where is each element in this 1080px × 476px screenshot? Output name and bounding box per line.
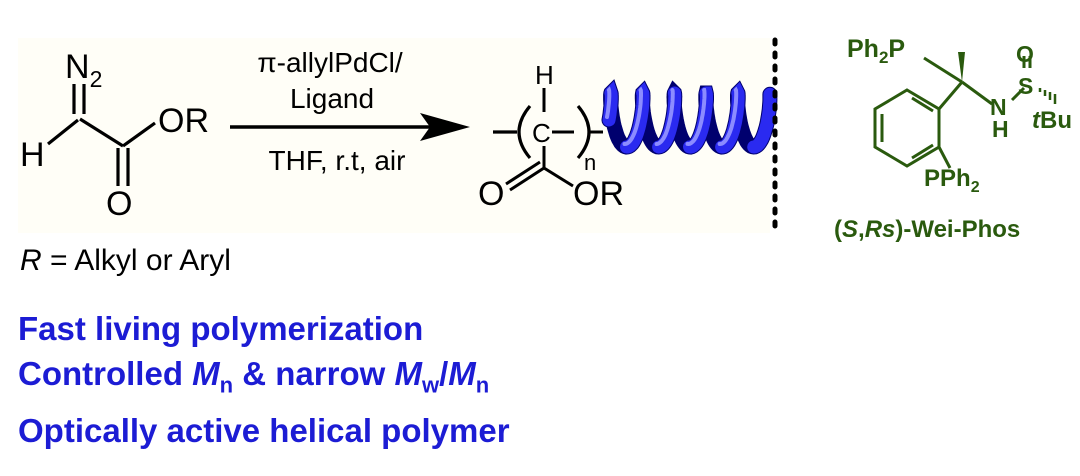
feature-text: w [421,372,440,398]
helix-front-strand [747,87,777,154]
feature-line-3: Optically active helical polymer [18,408,510,453]
product-o-label: O [478,175,504,213]
feature-text: M [394,355,422,392]
product-n-subscript: n [584,150,596,175]
ligand-s-label: S [1018,73,1033,99]
ligand-o-label: O [1016,41,1034,67]
condition-catalyst: π-allylPdCl/ [257,47,403,78]
helix-graphic [601,79,778,155]
helix-highlight [717,86,739,146]
ligand-hashed-bond [1038,88,1057,104]
feature-line-3-text: Optically active helical polymer [18,411,510,449]
feature-list: Fast living polymerization Controlled Mn… [18,306,510,453]
reactant-o-label: O [106,185,132,223]
helix-highlight [605,86,612,119]
polymer-product: H C n O OR [478,60,624,213]
product-or-label: OR [573,175,624,213]
ligand-h-label: H [992,116,1009,142]
feature-text: Controlled [18,355,193,392]
r-definition: R = Alkyl or Aryl [20,244,231,277]
feature-text: & narrow [233,355,395,392]
diazo-ester-reactant: N2 H OR O [20,48,209,223]
ligand-name: (S,Rs)-Wei-Phos [834,216,1020,243]
feature-text: M [192,355,220,392]
feature-line-1-text: Fast living polymerization [18,310,424,347]
ligand-structure: Ph2P O S N H tBu PPh2 (S,Rs)-Wei-Phos [834,35,1072,243]
helix-highlight [622,86,643,146]
ligand-ph2p-label: Ph2P [847,35,905,67]
ligand-tbu-label: tBu [1032,107,1072,134]
polymer-left-bracket [517,104,532,160]
condition-ligand: Ligand [290,83,374,114]
feature-text: / [439,355,449,392]
ligand-n-label: N [990,94,1007,120]
ligand-pph2-label: PPh2 [924,165,980,196]
reactant-or-label: OR [158,102,209,140]
helix-front-strand [652,86,682,154]
ligand-bonds [873,56,1032,169]
condition-solvent: THF, r.t, air [269,145,406,176]
product-h-label: H [535,60,554,90]
feature-text: n [219,372,234,398]
reactant-h-label: H [20,136,45,174]
reactant-n2-label: N2 [65,48,102,92]
helix-highlight [685,88,707,147]
reaction-arrow-group: π-allylPdCl/ Ligand THF, r.t, air [230,47,470,176]
feature-line-1: Fast living polymerization [18,306,510,351]
ligand-wedge-bond [958,52,965,82]
helix-highlight [654,88,675,146]
feature-text: n [475,372,490,398]
feature-line-2: Controlled Mn & narrow Mw/Mn [18,351,510,408]
product-c-label: C [532,118,551,148]
reaction-arrow-head [420,113,470,141]
reactant-bonds [47,84,156,186]
polymer-right-bracket [576,104,591,160]
feature-text: M [448,355,476,392]
